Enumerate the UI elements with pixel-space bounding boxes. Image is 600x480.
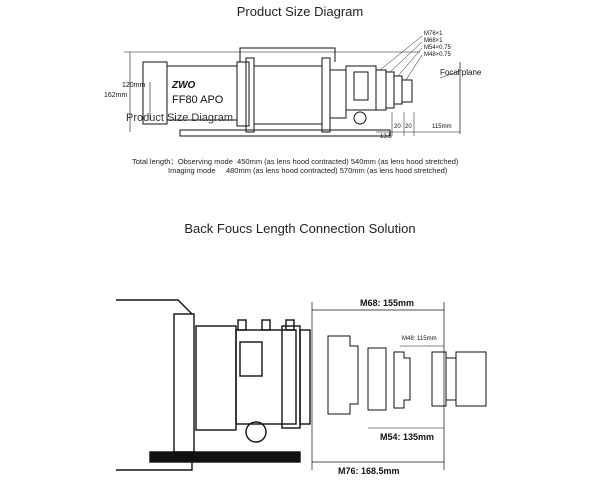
bottom-focuser-body (235, 329, 297, 425)
dim-13-5-label: 13.5 (380, 134, 392, 140)
total-length-line-2: Imaging mode 480mm (as lens hood contrac… (168, 166, 448, 175)
handle-outline (239, 47, 336, 62)
dim-162-label: 162mm (104, 92, 128, 99)
dim-20a-label: 20 (394, 124, 401, 130)
thread-m76: M76×1 (424, 31, 443, 37)
m68-adapter (327, 335, 359, 415)
thread-m68: M68×1 (424, 38, 443, 44)
focal-plane-label: Focal plane (440, 68, 482, 77)
camera-body (455, 351, 487, 407)
m54-adapter (367, 347, 387, 411)
dim-120-label: 120mm (122, 82, 146, 89)
brand-logo: ZWO (172, 80, 196, 91)
m76-label: M76: 168.5mm (338, 466, 400, 476)
bottom-lens-body (195, 325, 237, 431)
m54-label: M54: 135mm (380, 432, 435, 442)
m48-adapter (393, 351, 411, 409)
focuser-outline (345, 65, 377, 111)
dim-20b-label: 20 (405, 124, 412, 130)
dovetail-base (179, 129, 391, 137)
top-section-title: Product Size Diagram (236, 4, 364, 19)
m48-label: M48: 115mm (402, 336, 437, 342)
m68-label: M68: 155mm (360, 298, 415, 308)
thread-m48: M48×0.75 (424, 52, 451, 58)
thread-m54: M54×0.75 (424, 45, 451, 51)
dim-115-label: 115mm (432, 124, 452, 130)
model-label: FF80 APO (172, 94, 224, 106)
overlay-title: Product Size Diagram (126, 112, 233, 124)
total-length-line-1: Total length：Observing mode 450mm (as le… (132, 157, 459, 166)
bottom-section-title: Back Foucs Length Connection Solution (184, 221, 416, 236)
